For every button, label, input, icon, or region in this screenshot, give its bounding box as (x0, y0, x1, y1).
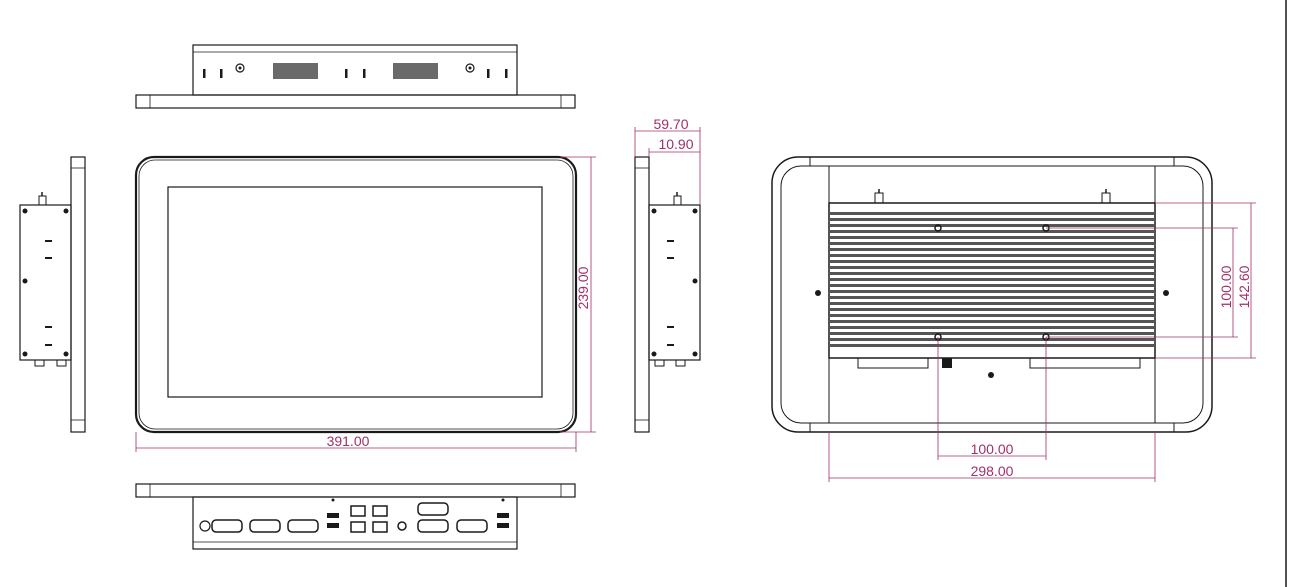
front-view (134, 155, 578, 434)
dimension-label-vesa-vertical: 100.00 (1218, 265, 1234, 308)
serial-port-icon (211, 502, 488, 533)
dimension-vesa-vertical: 100.00 (1046, 227, 1238, 338)
slot-marks (203, 69, 508, 78)
dimension-label-total-depth: 59.70 (653, 116, 688, 132)
dimension-vesa-horizontal: 100.00 (937, 337, 1047, 460)
dimension-overall-width: 391.00 (135, 432, 577, 452)
antenna-stub-icon (673, 192, 682, 206)
front-bezel (134, 155, 578, 434)
dimension-chassis-height: 142.60 (1155, 202, 1256, 359)
bottom-view (135, 483, 576, 550)
vent-grille-left (273, 63, 318, 79)
dimension-label-overall-height: 239.00 (575, 266, 591, 309)
dimension-chassis-width: 298.00 (828, 432, 1156, 482)
power-jack-icon (199, 520, 211, 532)
lan-port-icon (350, 505, 388, 533)
dimension-label-chassis-height: 142.60 (1236, 265, 1252, 308)
connector-stubs (654, 359, 686, 367)
left-side-view (19, 156, 86, 433)
usb-port-icon (327, 513, 509, 528)
audio-jack-icon (397, 521, 407, 531)
rear-view (771, 156, 1213, 433)
rear-antenna-icon (874, 189, 1111, 204)
connector-stubs (34, 359, 67, 367)
dimension-overall-height: 239.00 (560, 156, 596, 433)
rear-housing (771, 156, 1213, 433)
right-side-view (634, 156, 701, 433)
dimension-total-depth: 59.70 (634, 116, 701, 205)
dimension-label-vesa-horizontal: 100.00 (971, 441, 1014, 457)
dimension-label-chassis-width: 298.00 (971, 463, 1014, 479)
dimension-label-overall-width: 391.00 (327, 433, 370, 449)
vent-grille-right (393, 63, 438, 79)
heatsink (828, 202, 1156, 359)
top-view (135, 44, 576, 109)
antenna-stub-icon (38, 192, 47, 206)
mounting-screw-icon (815, 290, 1169, 378)
dimension-label-bezel-depth: 10.90 (658, 136, 693, 152)
dimension-bezel-depth: 10.90 (648, 136, 700, 157)
rear-io-connectors (857, 357, 1141, 369)
display-screen (167, 186, 543, 398)
antenna-connector-icon (235, 63, 475, 73)
